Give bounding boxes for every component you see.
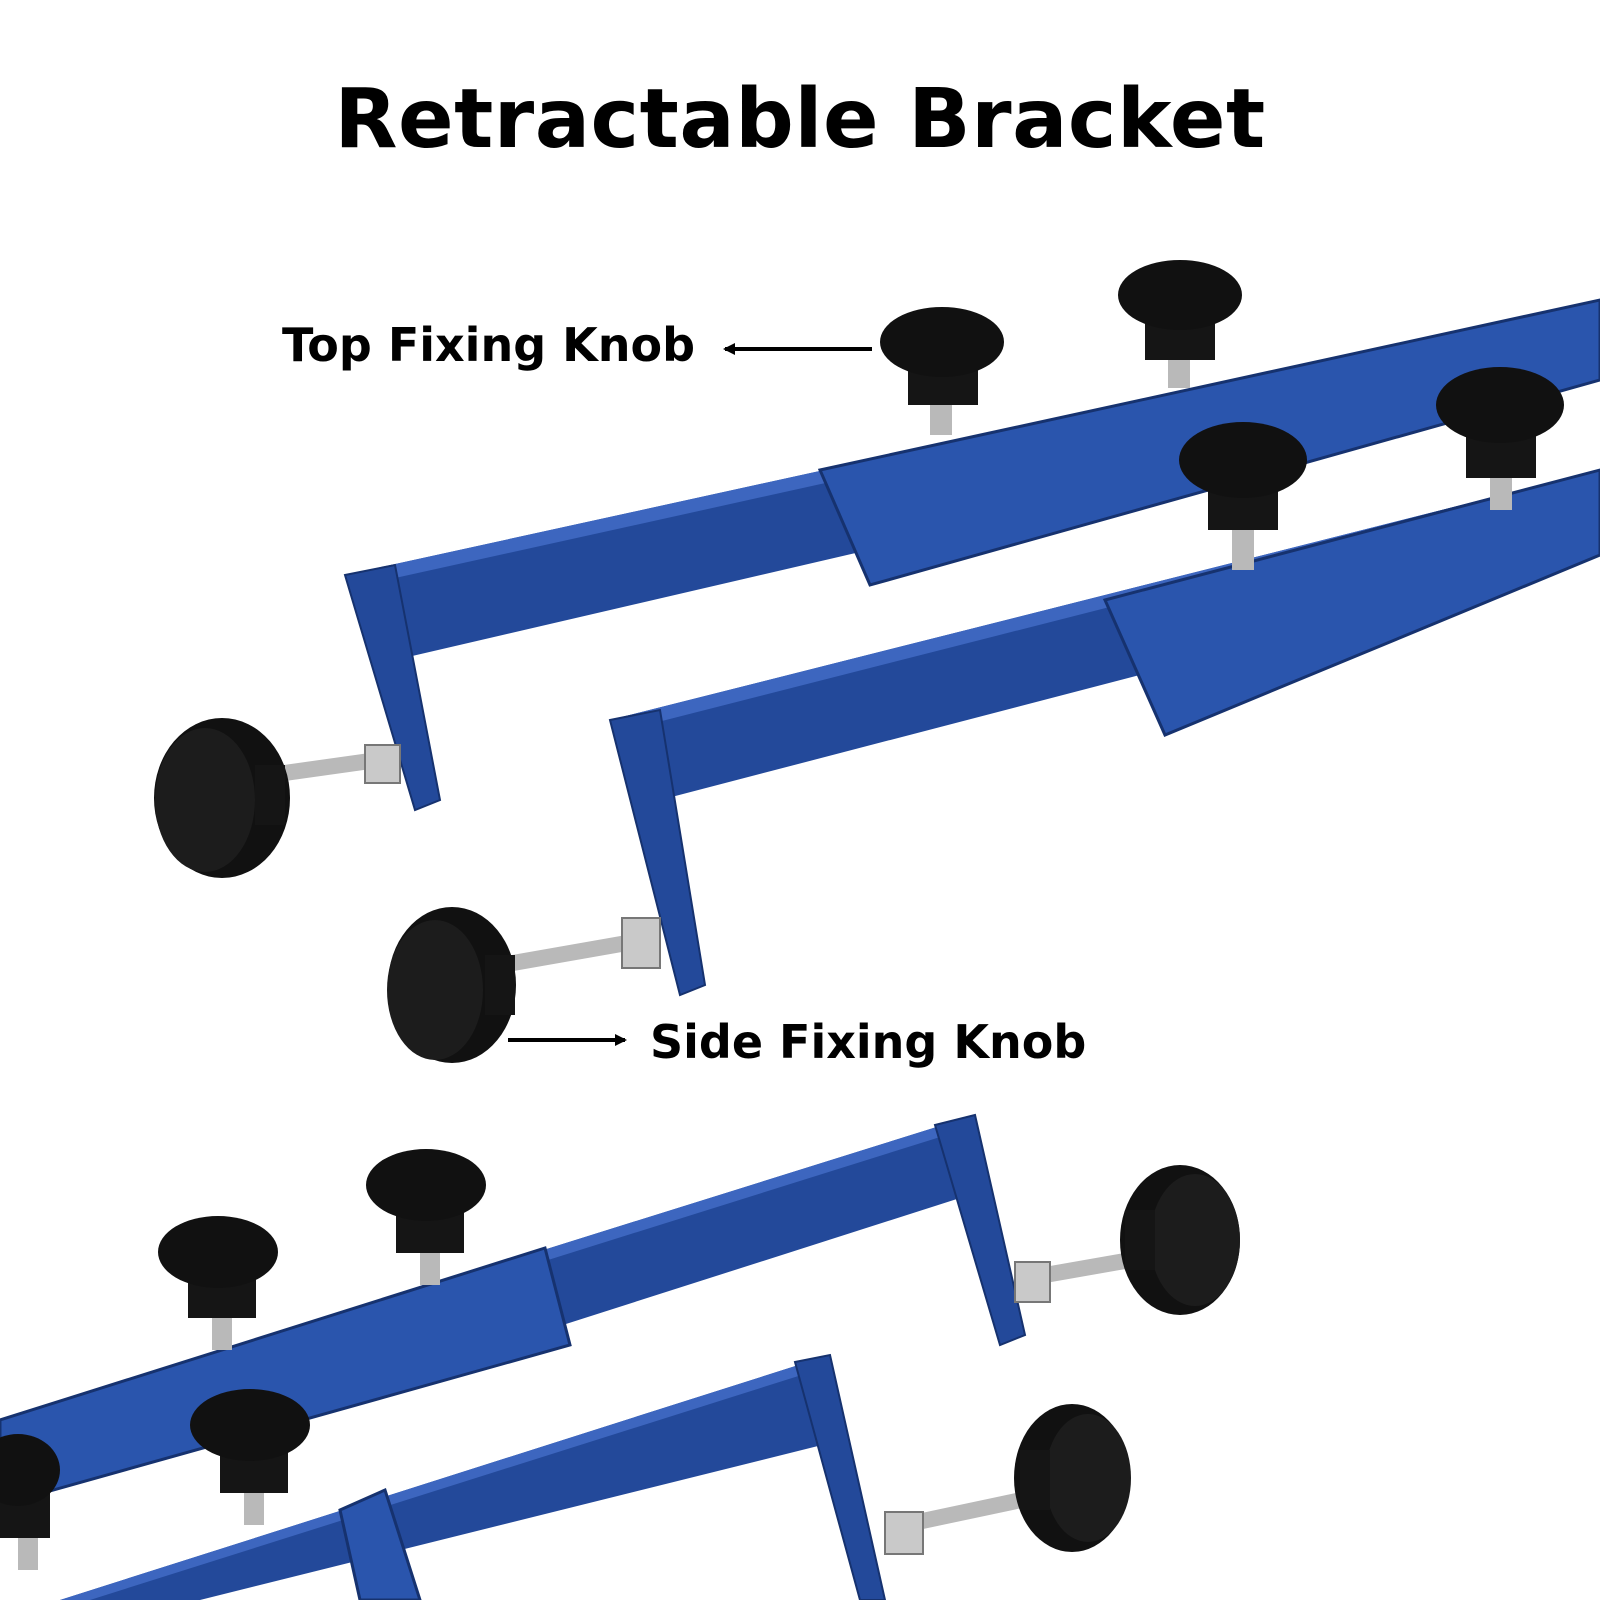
top-knob-icon xyxy=(158,1216,278,1350)
top-knob-icon xyxy=(1436,367,1564,510)
top-knob-icon xyxy=(1179,422,1307,570)
top-knob-icon xyxy=(1118,260,1242,388)
page-title: Retractable Bracket xyxy=(334,72,1266,167)
side-fixing-knob-label: Side Fixing Knob xyxy=(650,1015,1087,1069)
side-knob-icon xyxy=(154,718,290,878)
bracket-bottom-2 xyxy=(0,1353,1131,1600)
bracket-top-2 xyxy=(387,367,1600,1063)
top-knob-icon xyxy=(880,307,1004,435)
top-fixing-knob-label: Top Fixing Knob xyxy=(282,318,696,372)
top-knob-icon xyxy=(0,1434,60,1570)
top-knob-icon xyxy=(366,1149,486,1285)
side-knob-icon xyxy=(387,907,516,1063)
top-knob-icon xyxy=(190,1389,310,1525)
side-knob-icon xyxy=(1120,1165,1240,1315)
side-knob-icon xyxy=(1014,1404,1131,1552)
